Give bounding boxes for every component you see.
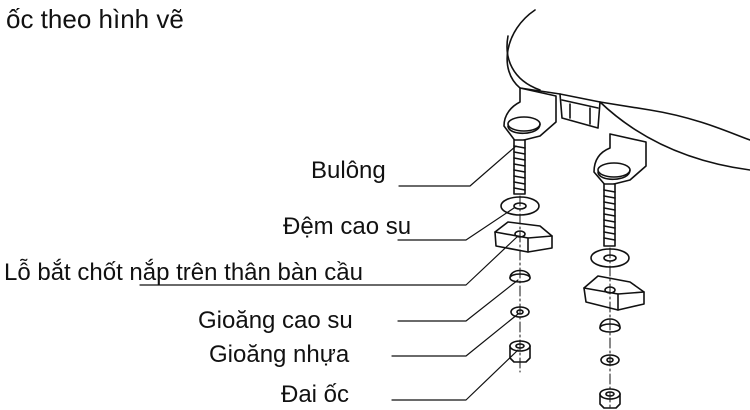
rubber-block-left [494, 221, 553, 253]
leader-lines [139, 145, 519, 401]
center-axes [519, 195, 611, 409]
bolt-right [603, 183, 616, 247]
bolt-left [513, 139, 526, 195]
toilet-seat-lid [506, 9, 750, 171]
hinge-left [503, 87, 557, 143]
label-rubber-gasket: Gioăng cao su [198, 307, 353, 334]
label-hole: Lỗ bắt chốt nắp trên thân bàn cầu [4, 259, 363, 286]
instruction-heading: ốc theo hình vẽ [6, 4, 184, 34]
rubber-block-right [583, 275, 645, 311]
label-plastic-gasket: Gioăng nhựa [209, 341, 350, 368]
label-nut: Đai ốc [281, 381, 350, 408]
label-rubber-pad: Đệm cao su [283, 213, 412, 240]
label-bolt: Bulông [311, 157, 386, 184]
hinge-right [593, 133, 647, 187]
